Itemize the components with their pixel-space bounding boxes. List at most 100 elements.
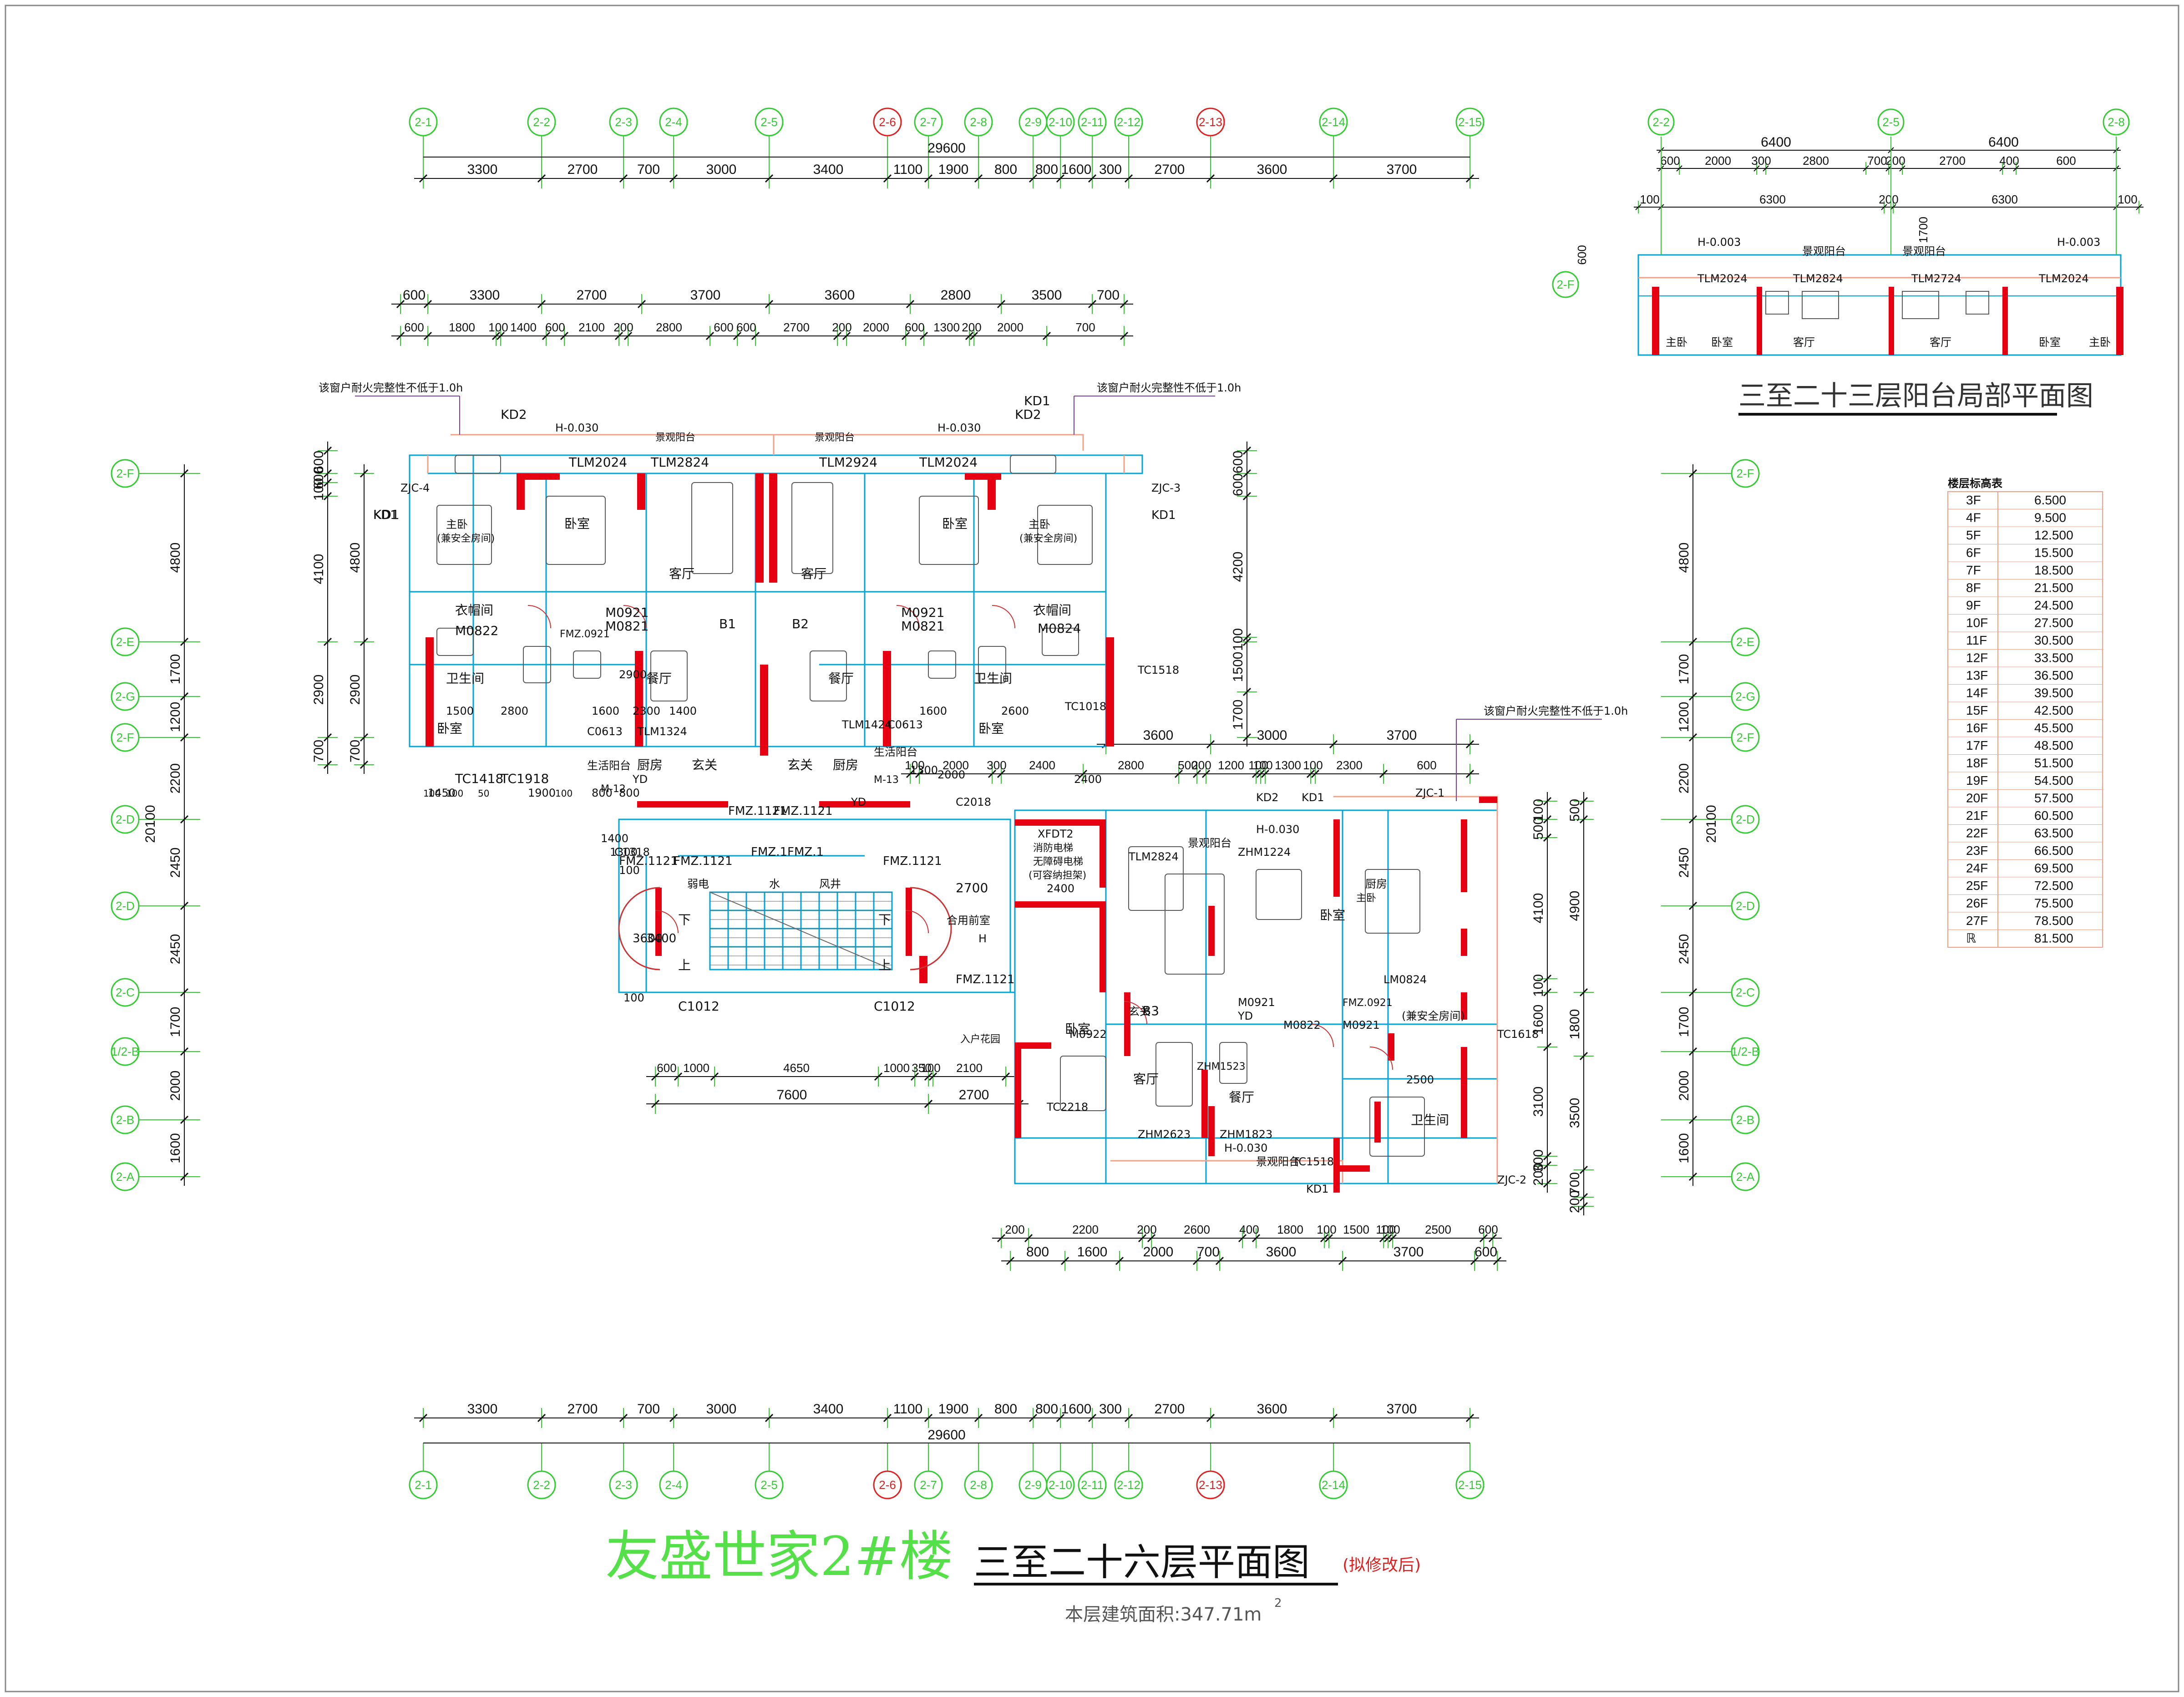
- plan-label: 1300: [910, 764, 938, 777]
- dimension-label: 100: [1640, 193, 1659, 206]
- dimension-label: 700: [1097, 288, 1120, 303]
- dimension-label: 100: [488, 320, 508, 334]
- table-cell-elevation: 69.500: [2034, 861, 2073, 875]
- axis-bubble: 2-9: [1019, 1470, 1048, 1499]
- dimension-label: 2000: [997, 320, 1024, 334]
- dimension-label: 600: [403, 288, 426, 303]
- dimension-label: 2700: [577, 288, 607, 303]
- dimension-label: 1600: [1061, 1402, 1092, 1417]
- dimension-label: 2400: [1029, 758, 1055, 772]
- plan-label: ZJC-1: [1415, 787, 1444, 799]
- plan-label: 2900: [619, 668, 647, 681]
- dimension-label: 1600: [1677, 1133, 1692, 1164]
- axis-bubble-label: 2-11: [1081, 115, 1104, 129]
- plan-label: 玄关: [787, 757, 813, 772]
- dimension-label: 700: [1567, 1172, 1582, 1195]
- dimension-label: 1400: [510, 320, 537, 334]
- table-cell-floor: 22F: [1966, 826, 1988, 840]
- dimension-label: 1700: [168, 1007, 183, 1037]
- plan-label: FMZ.1121: [674, 854, 733, 868]
- table-cell-floor: 19F: [1966, 773, 1988, 788]
- dimension-label: 100: [1380, 1223, 1400, 1236]
- table-cell-floor: 11F: [1966, 633, 1987, 647]
- dimension-label: 3300: [467, 1402, 498, 1417]
- plan-label: 2000: [937, 768, 965, 781]
- detail-label: TLM2024: [2038, 272, 2089, 285]
- plan-title: 三至二十六层平面图: [974, 1541, 1310, 1584]
- furniture-block: [546, 496, 606, 565]
- axis-bubble: 2-12: [1114, 1470, 1143, 1499]
- plan-label: M-13: [874, 774, 899, 786]
- table-cell-floor: 26F: [1966, 896, 1988, 910]
- axis-bubble-label: 2-8: [970, 115, 987, 129]
- furniture-block: [928, 650, 956, 679]
- plan-label: M0921: [1343, 1019, 1380, 1031]
- dimension-label: 600: [545, 320, 565, 334]
- dimension-label: 200: [613, 320, 633, 334]
- plan-label: 2400: [1047, 882, 1074, 895]
- plan-label: B3: [1142, 1003, 1159, 1018]
- plan-label: KD1: [373, 508, 398, 522]
- plan-label: KD1: [1151, 508, 1176, 522]
- dimension-label: 600: [1231, 473, 1246, 496]
- dimension-label: 2450: [168, 934, 183, 965]
- dimension-label: 600: [1478, 1223, 1498, 1236]
- axis-bubble-label: 2-D: [116, 899, 135, 913]
- axis-bubble: 2-14: [1319, 107, 1348, 137]
- axis-bubble: 2-1: [409, 1470, 438, 1499]
- axis-bubble: 2-E: [111, 627, 140, 656]
- dimension-label: 100: [921, 1061, 940, 1075]
- dimension-label: 100: [1231, 628, 1246, 651]
- dimension-label: 1700: [1677, 1007, 1692, 1037]
- detail-label: H-0.003: [2057, 236, 2100, 249]
- dimension-label: 700: [1867, 154, 1887, 168]
- dimension-label: 1600: [168, 1133, 183, 1164]
- dimension-label: 2700: [783, 320, 810, 334]
- axis-bubble: 2-D: [1731, 891, 1760, 920]
- dimension-label: 3100: [1531, 1087, 1546, 1117]
- plan-label: 玄关: [1129, 1005, 1150, 1018]
- axis-bubble-label: 2-7: [920, 115, 937, 129]
- dimension-label: 1700: [168, 654, 183, 685]
- plan-label: 卫生间: [1411, 1113, 1449, 1128]
- plan-label: TC1918: [500, 771, 549, 786]
- dimension-label: 300: [1099, 1402, 1122, 1417]
- axis-bubble: 2-10: [1046, 107, 1075, 137]
- plan-label: 800: [592, 787, 613, 799]
- dimension-label: 4100: [311, 554, 326, 584]
- floor-area: 本层建筑面积:347.71m: [1065, 1604, 1262, 1625]
- dimension-label: 1300: [1275, 758, 1301, 772]
- axis-bubble-label: 2-4: [665, 1478, 682, 1492]
- table-cell-elevation: 39.500: [2034, 686, 2073, 700]
- dimension-label: 1800: [1567, 1009, 1582, 1040]
- dimension-label: 3000: [706, 1402, 737, 1417]
- sheet-border: [5, 5, 2179, 1692]
- dimension-label: 4100: [1531, 893, 1546, 924]
- plan-label: 800: [619, 787, 640, 799]
- detail-label: 卧室: [1711, 336, 1733, 349]
- plan-label: ZHM2623: [1138, 1128, 1191, 1141]
- plan-label: 3400: [646, 932, 676, 945]
- plan-label: 1500: [446, 705, 474, 717]
- plan-label: M0822: [1283, 1019, 1321, 1031]
- axis-bubble-label: 2-G: [1735, 690, 1755, 703]
- axis-bubble: 2-3: [609, 107, 638, 137]
- plan-label: FMZ.1121: [956, 973, 1015, 986]
- fire-note-right: 该窗户耐火完整性不低于1.0h: [1074, 381, 1241, 435]
- dimension-label: 600: [1231, 451, 1246, 473]
- plan-label: 餐厅: [1229, 1090, 1254, 1105]
- axis-bubble-label: 2-D: [1736, 813, 1755, 826]
- plan-label: 2800: [501, 705, 528, 717]
- plan-label: FMZ.1121: [728, 804, 787, 818]
- plan-label: 卧室: [437, 721, 462, 736]
- axis-bubble-label: 2-D: [116, 813, 135, 826]
- table-cell-elevation: 72.500: [2034, 879, 2073, 893]
- dimension-label: 4800: [1677, 543, 1692, 573]
- plan-label: 衣帽间: [455, 603, 493, 618]
- plan-label: 客厅: [669, 566, 694, 581]
- plan-label: TLM2024: [919, 455, 978, 470]
- detail-label: 客厅: [1793, 336, 1815, 349]
